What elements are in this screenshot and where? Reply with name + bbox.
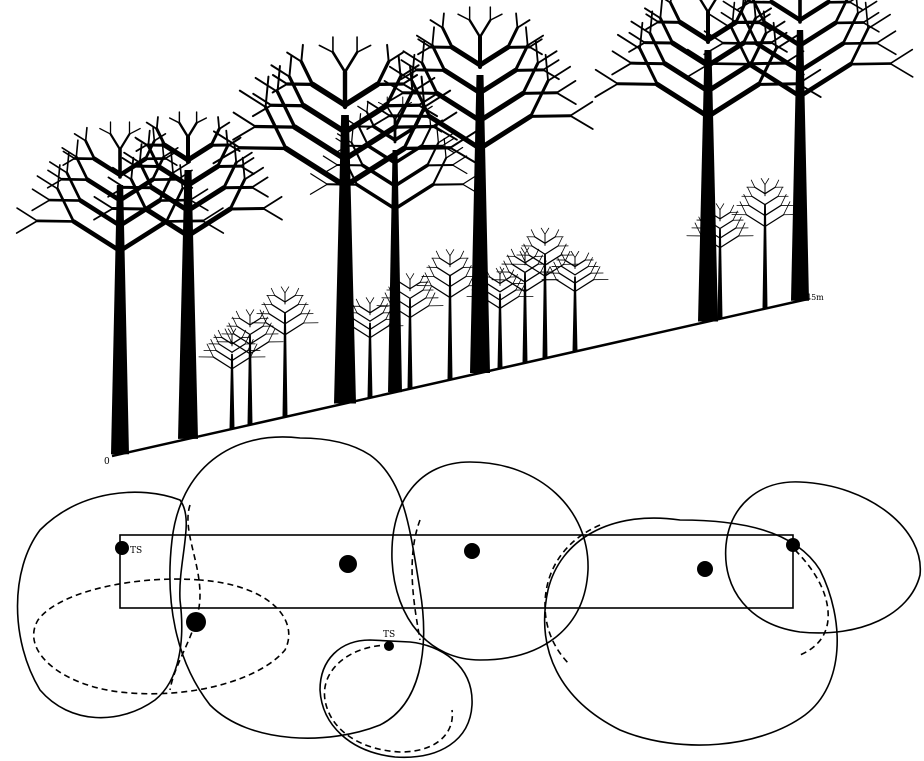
trunk-position xyxy=(384,641,394,651)
understory-tree xyxy=(732,179,798,309)
ground-line xyxy=(112,299,808,456)
transect-strip xyxy=(120,535,793,608)
trunk-position xyxy=(697,561,713,577)
understory-tree xyxy=(252,287,318,417)
crown-outline xyxy=(170,437,424,738)
trunk-position xyxy=(464,543,480,559)
crown-outline xyxy=(18,492,187,717)
understory-tree xyxy=(687,204,753,319)
scale-start-label: 0 xyxy=(104,457,110,467)
crown-outline-dashed xyxy=(34,579,289,694)
transect-label: TS xyxy=(130,546,142,556)
understory-tree xyxy=(377,274,443,389)
understory-tree xyxy=(542,251,608,351)
understory-tree xyxy=(512,228,578,358)
emergent-tree xyxy=(595,0,820,322)
transect-label: TS xyxy=(383,630,395,640)
crown-outline xyxy=(726,482,921,633)
trunk-position xyxy=(786,538,800,552)
trunk-position xyxy=(115,541,129,555)
crown-plan: TS TS xyxy=(18,437,921,757)
trunk-position xyxy=(339,555,357,573)
crown-outline xyxy=(392,462,588,660)
crown-outline-dashed xyxy=(795,550,828,655)
forest-profile: 0 45m xyxy=(17,0,913,467)
understory-tree xyxy=(199,329,265,429)
crown-outline xyxy=(320,640,472,757)
emergent-tree xyxy=(367,7,592,373)
trees xyxy=(17,0,913,454)
trunk-position xyxy=(186,612,206,632)
